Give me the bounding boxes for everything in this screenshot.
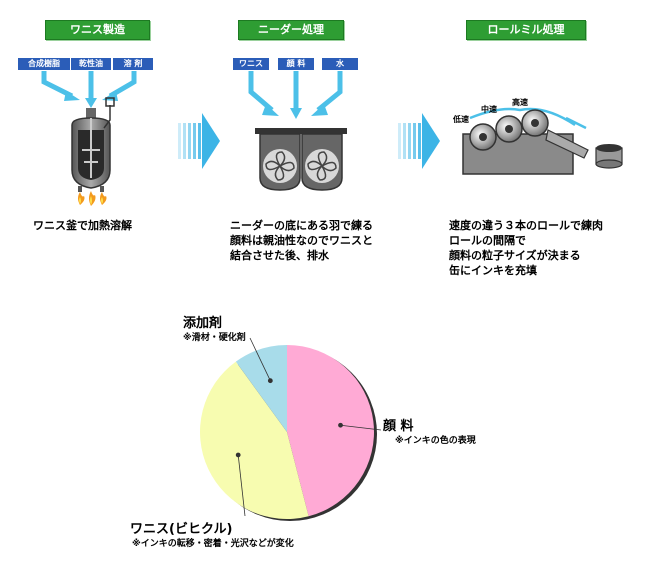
step-desc-kneader: ニーダーの底にある羽で練る 顔料は親油性なのでワニスと 結合させた後、排水 — [230, 218, 373, 263]
desc-line: 速度の違う３本のロールで練肉 — [449, 219, 603, 232]
pie-leader-dot — [267, 378, 273, 384]
step-title-varnish: ワニス製造 — [45, 20, 150, 40]
composition-pie-chart — [200, 345, 377, 521]
varnish-kettle-icon — [71, 97, 115, 192]
input-tag-pigment: 顔 料 — [278, 58, 314, 70]
speed-label-mid: 中速 — [481, 105, 497, 114]
process-arrow-icon — [178, 113, 220, 169]
pie-label-varnish: ワニス(ビヒクル) — [130, 522, 233, 537]
desc-line: 缶にインキを充填 — [449, 264, 537, 277]
input-tag-varnish: ワニス — [233, 58, 269, 70]
pie-label-pigment: 顔 料 — [383, 419, 414, 434]
pie-slice-pigment — [287, 345, 374, 517]
pie-leader-line — [340, 424, 382, 431]
desc-line: 顔料は親油性なのでワニスと — [230, 234, 373, 247]
input-arrows-varnish — [41, 71, 137, 100]
desc-line: ニーダーの底にある羽で練る — [230, 219, 373, 232]
input-tag-drying-oil: 乾性油 — [71, 58, 111, 70]
input-tag-water: 水 — [322, 58, 358, 70]
step-title-kneader: ニーダー処理 — [238, 20, 344, 40]
ink-can-icon — [595, 144, 623, 169]
pie-leader-line — [237, 454, 246, 517]
pie-label-additive: 添加剤 — [183, 316, 223, 331]
step-desc-rollmill: 速度の違う３本のロールで練肉 ロールの間隔で 顔料の粒子サイズが決まる 缶にイン… — [449, 218, 603, 278]
speed-label-low: 低速 — [453, 115, 469, 124]
pie-leader-dot — [338, 422, 343, 428]
roll-mill-icon — [462, 107, 589, 175]
step-desc-varnish: ワニス釜で加熱溶解 — [33, 218, 132, 233]
desc-line: ワニス釜で加熱溶解 — [33, 219, 132, 232]
process-arrow-icon — [398, 113, 440, 169]
speed-label-high: 高速 — [512, 98, 528, 107]
pie-slice-varnish — [200, 361, 309, 519]
step-title-rollmill: ロールミル処理 — [466, 20, 586, 40]
pie-sublabel-varnish: ※インキの転移・密着・光沢などが変化 — [132, 539, 294, 549]
pie-slice-additive — [235, 345, 287, 432]
kneader-icon — [255, 128, 347, 191]
desc-line: 結合させた後、排水 — [230, 249, 329, 262]
desc-line: ロールの間隔で — [449, 234, 526, 247]
input-tag-solvent: 溶 剤 — [113, 58, 153, 70]
pie-leader-line — [249, 337, 271, 381]
input-tag-resin: 合成樹脂 — [18, 58, 70, 70]
flame-icon — [78, 191, 107, 206]
pie-sublabel-pigment: ※インキの色の表現 — [395, 436, 476, 446]
pie-sublabel-additive: ※滑材・硬化剤 — [183, 333, 246, 343]
desc-line: 顔料の粒子サイズが決まる — [449, 249, 581, 262]
pie-leader-dot — [235, 452, 241, 458]
